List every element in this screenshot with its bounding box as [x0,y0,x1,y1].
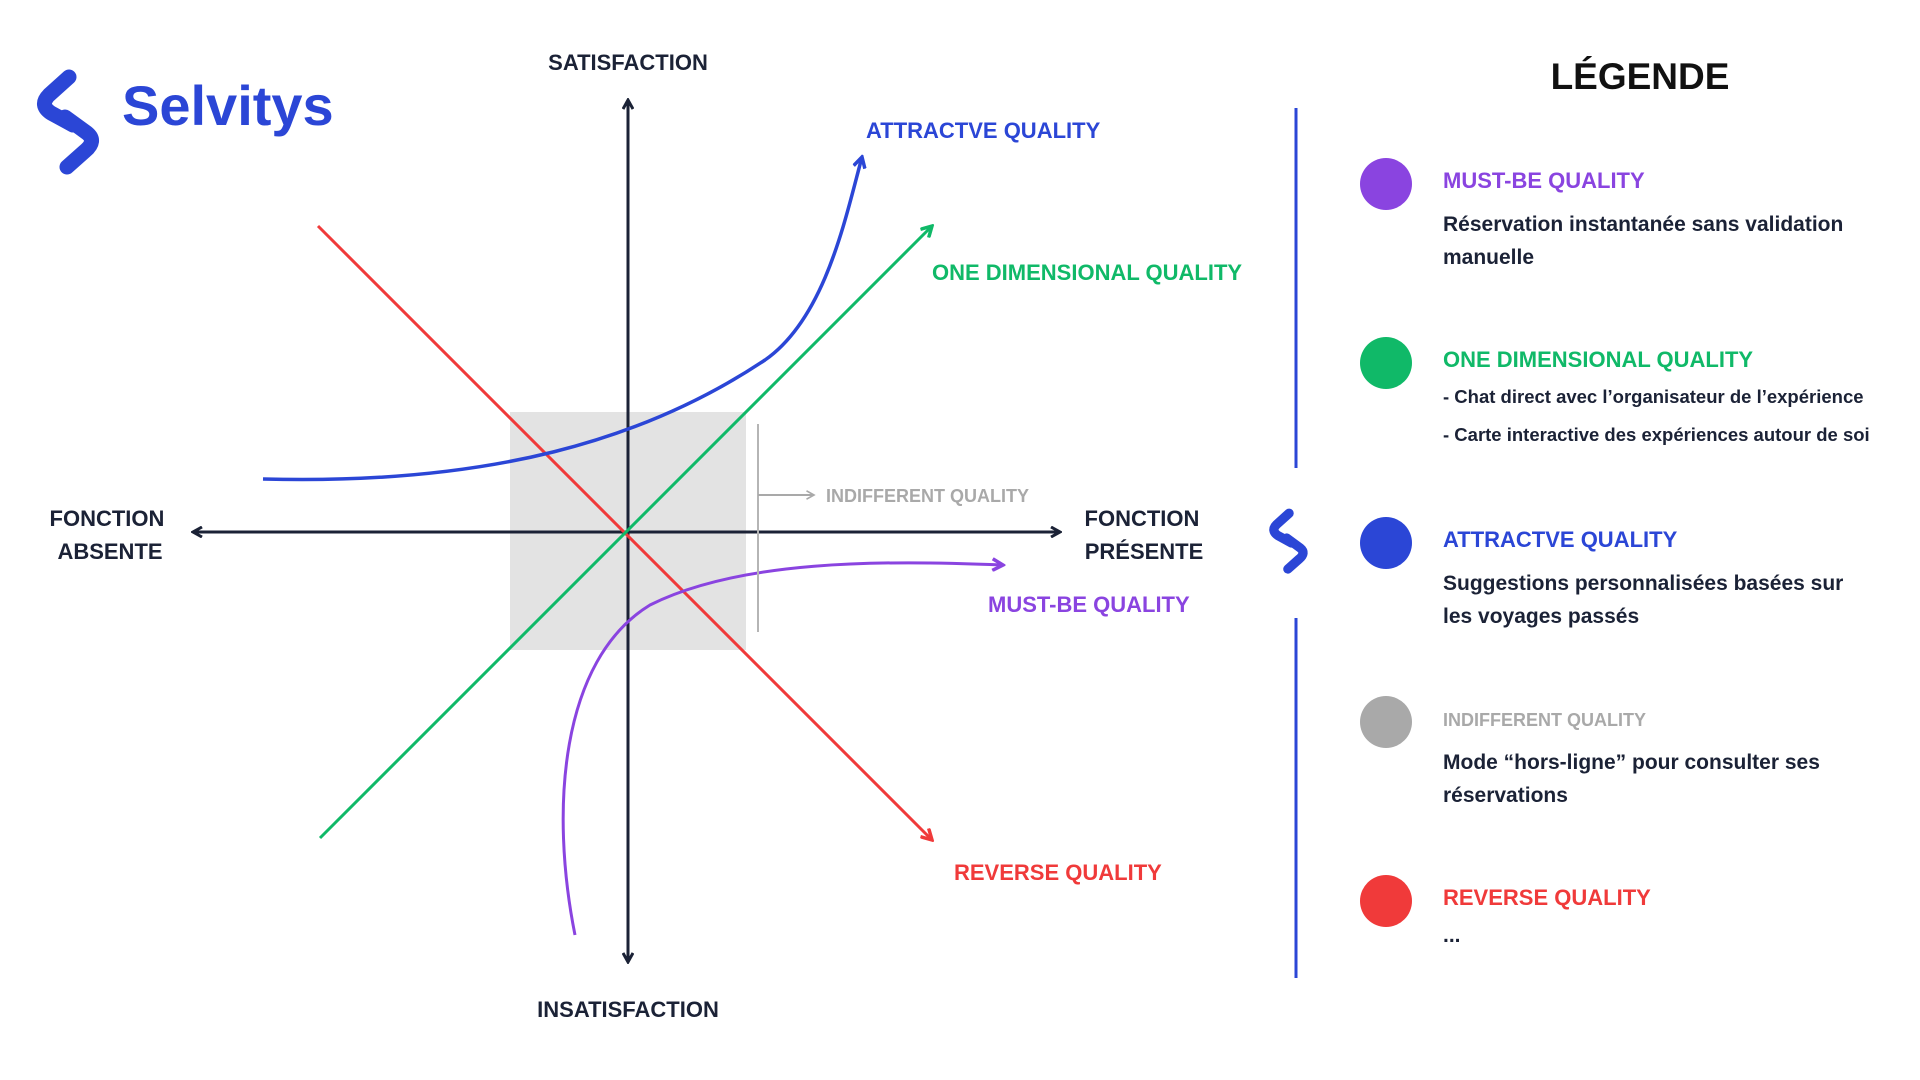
axis-label-right-line1: FONCTION [1085,506,1200,531]
attractive-quality-curve [262,157,862,482]
legend-item-one-dimensional: ONE DIMENSIONAL QUALITY - Chat direct av… [1360,337,1920,467]
selvitys-logo: Selvitys [37,69,334,175]
legend-desc-must-be: Réservation instantanée sans validation … [1443,208,1863,274]
legend-title: LÉGENDE [1550,56,1730,97]
legend-item-indifferent: INDIFFERENT QUALITY Mode “hors-ligne” po… [1360,696,1920,826]
legend-label-must-be: MUST-BE QUALITY [1443,168,1645,193]
legend-desc-line: Suggestions personnalisées basées sur le… [1443,572,1844,628]
legend-dot-one-dimensional [1360,337,1412,389]
legend-desc-line: - Carte interactive des expériences auto… [1443,424,1870,445]
legend-label-one-dimensional: ONE DIMENSIONAL QUALITY [1443,347,1754,372]
must-be-quality-label: MUST-BE QUALITY [988,592,1190,617]
legend-desc-one-dimensional: - Chat direct avec l’organisateur de l’e… [1443,382,1913,450]
legend-label-indifferent: INDIFFERENT QUALITY [1443,710,1646,730]
legend-desc-indifferent: Mode “hors-ligne” pour consulter ses rés… [1443,746,1863,812]
legend-dot-reverse [1360,875,1412,927]
divider-logo-icon [1269,508,1308,574]
legend-dot-indifferent [1360,696,1412,748]
legend-label-attractive: ATTRACTVE QUALITY [1443,527,1678,552]
legend-dot-must-be [1360,158,1412,210]
one-dimensional-quality-label: ONE DIMENSIONAL QUALITY [932,260,1242,285]
one-dimensional-quality-line [318,226,932,840]
axis-label-right-line2: PRÉSENTE [1085,539,1204,564]
legend-desc-line: ... [1443,924,1461,947]
axis-label-bottom: INSATISFACTION [537,997,719,1022]
axis-label-top: SATISFACTION [548,50,708,75]
must-be-quality-curve [561,563,1003,936]
legend-desc-line: Réservation instantanée sans validation … [1443,213,1844,269]
selvitys-logo-icon [37,69,99,175]
indifferent-quality-label: INDIFFERENT QUALITY [826,486,1029,506]
legend-desc-line: Mode “hors-ligne” pour consulter ses rés… [1443,751,1820,807]
axis-label-left-line1: FONCTION [50,506,165,531]
legend-desc-line: - Chat direct avec l’organisateur de l’e… [1443,386,1864,407]
legend-item-attractive: ATTRACTVE QUALITY Suggestions personnali… [1360,517,1920,647]
legend-item-reverse: REVERSE QUALITY ... [1360,875,1920,1005]
attractive-quality-label: ATTRACTVE QUALITY [866,118,1101,143]
legend-label-reverse: REVERSE QUALITY [1443,885,1651,910]
legend-item-must-be: MUST-BE QUALITY Réservation instantanée … [1360,158,1920,288]
axis-label-left-line2: ABSENTE [57,539,162,564]
reverse-quality-label: REVERSE QUALITY [954,860,1162,885]
legend-desc-attractive: Suggestions personnalisées basées sur le… [1443,567,1863,633]
brand-name: Selvitys [122,74,334,137]
legend-desc-reverse: ... [1443,919,1863,952]
legend-dot-attractive [1360,517,1412,569]
